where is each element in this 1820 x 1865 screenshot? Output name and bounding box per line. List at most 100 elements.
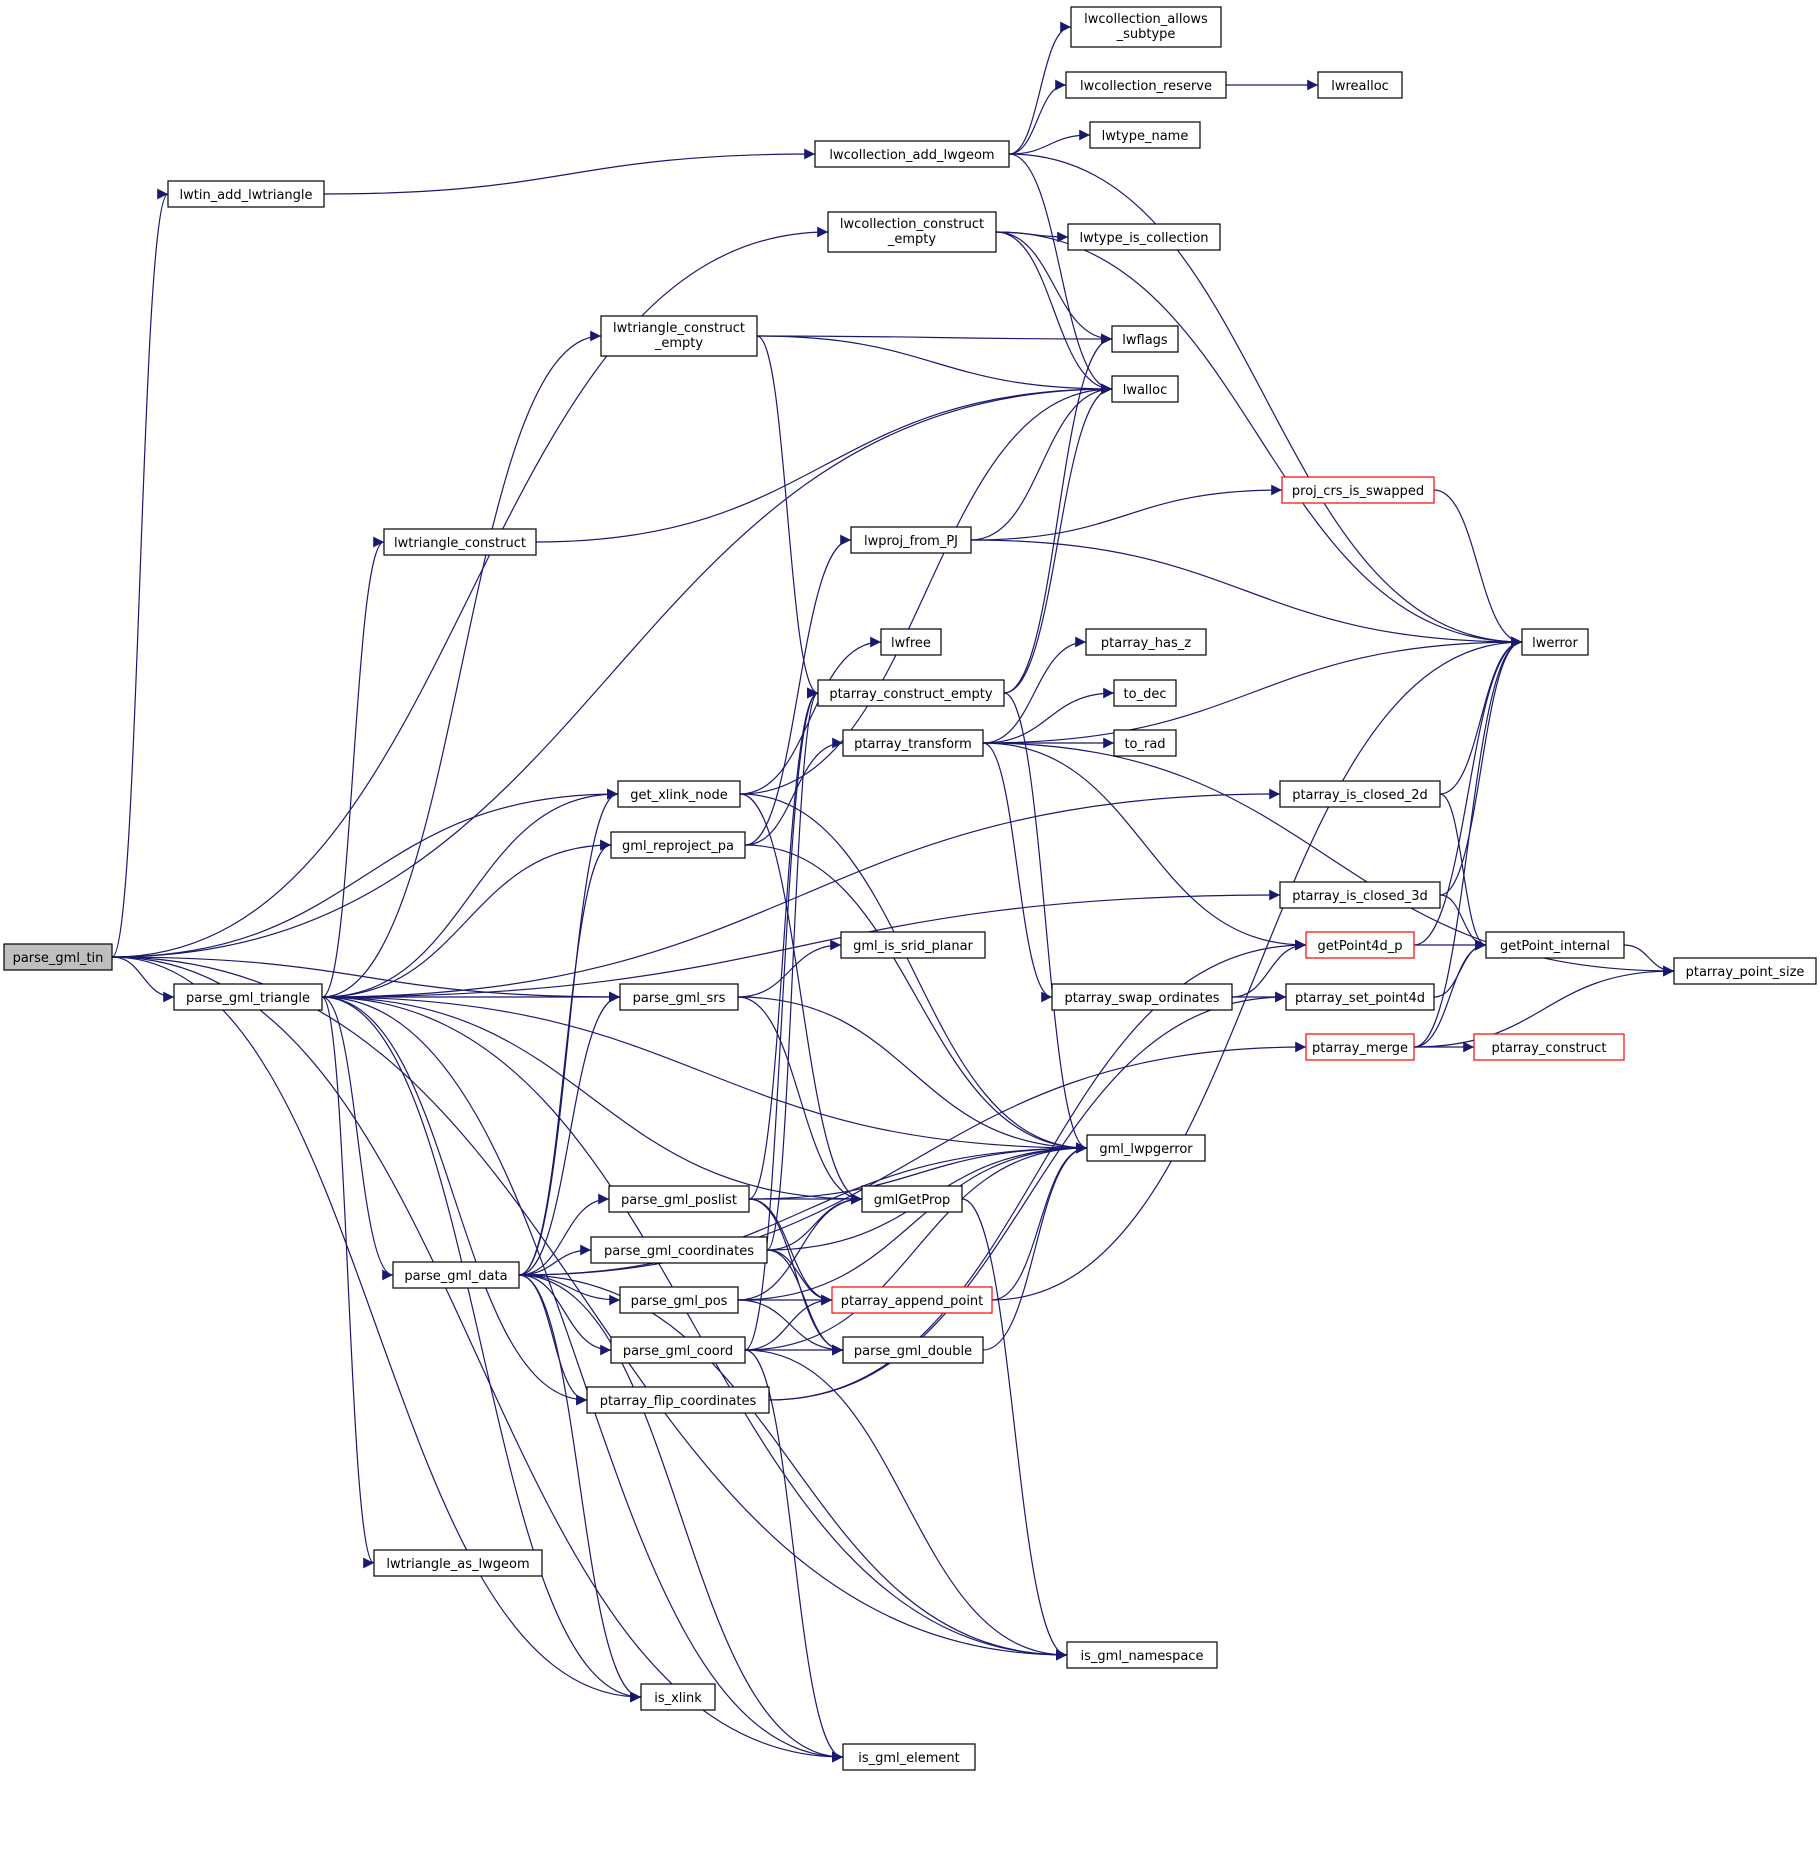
node-ptarray-swap-ordinates[interactable]: ptarray_swap_ordinates — [1051, 983, 1233, 1011]
node-lwtype-is-collection[interactable]: lwtype_is_collection — [1067, 223, 1221, 251]
node-parse-gml-triangle[interactable]: parse_gml_triangle — [173, 983, 323, 1011]
node-label: getPoint4d_p — [1318, 939, 1403, 954]
node-lwtin-add-lwtriangle[interactable]: lwtin_add_lwtriangle — [167, 180, 325, 208]
node-ptarray-has-z[interactable]: ptarray_has_z — [1085, 628, 1207, 656]
node-box — [1473, 1033, 1625, 1061]
edge-ptarray-is-closed-3d-to-lwerror — [1439, 636, 1523, 896]
edge-parse-gml-coord-to-ptarray-append-point — [744, 1294, 833, 1351]
node-gml-is-srid-planar[interactable]: gml_is_srid_planar — [840, 931, 986, 959]
node-label: parse_gml_poslist — [621, 1193, 737, 1208]
edge-parse-gml-triangle-to-lwtriangle-construct-empty — [321, 330, 602, 998]
edge-lwtin-add-lwtriangle-to-lwcollection-add-lwgeom — [323, 148, 816, 195]
node-lwerror[interactable]: lwerror — [1521, 628, 1589, 656]
node-gml-reproject-pa[interactable]: gml_reproject_pa — [610, 831, 746, 859]
node-ptarray-construct-empty[interactable]: ptarray_construct_empty — [817, 679, 1005, 707]
node-lwcollection-reserve[interactable]: lwcollection_reserve — [1065, 71, 1227, 99]
edge-parse-gml-triangle-to-gmlgetprop — [321, 996, 863, 1205]
node-ptarray-is-closed-2d[interactable]: ptarray_is_closed_2d — [1279, 780, 1441, 808]
node-lwtype-name[interactable]: lwtype_name — [1089, 121, 1201, 149]
node-label: ptarray_is_closed_3d — [1292, 889, 1428, 904]
node-box — [1086, 1134, 1206, 1162]
node-label: lwcollection_allows_subtype — [1084, 12, 1208, 42]
node-label: parse_gml_tin — [13, 951, 104, 966]
node-lwflags[interactable]: lwflags — [1111, 325, 1179, 353]
node-box — [1113, 729, 1177, 757]
node-ptarray-set-point4d[interactable]: ptarray_set_point4d — [1285, 983, 1435, 1011]
node-gml-lwpgerror[interactable]: gml_lwpgerror — [1086, 1134, 1206, 1162]
node-label: parse_gml_double — [854, 1344, 972, 1359]
edge-lwcollection-add-lwgeom-to-lwcollection-allows-subtype — [1008, 21, 1072, 155]
edge-gml-reproject-pa-to-ptarray-transform — [744, 737, 844, 846]
node-box — [1067, 223, 1221, 251]
node-lwcollection-add-lwgeom[interactable]: lwcollection_add_lwgeom — [814, 140, 1010, 168]
node-label: gml_is_srid_planar — [853, 939, 973, 954]
node-lwfree[interactable]: lwfree — [880, 628, 942, 656]
edge-lwcollection-construct-empty-to-lwflags — [995, 231, 1113, 345]
node-lwproj-from-pj[interactable]: lwproj_from_PJ — [850, 526, 972, 554]
edge-ptarray-flip-coordinates-to-getpoint4d-p — [768, 939, 1307, 1401]
edge-parse-gml-data-to-gml-lwpgerror — [518, 1142, 1088, 1276]
edge-getpoint-internal-to-ptarray-point-size — [1623, 944, 1675, 977]
node-getpoint4d-p[interactable]: getPoint4d_p — [1305, 931, 1415, 959]
edge-parse-gml-tin-to-is-xlink — [111, 956, 642, 1703]
node-getpoint-internal[interactable]: getPoint_internal — [1485, 931, 1625, 959]
node-lwrealloc[interactable]: lwrealloc — [1317, 71, 1403, 99]
node-label: is_gml_namespace — [1081, 1649, 1204, 1664]
node-ptarray-construct[interactable]: ptarray_construct — [1473, 1033, 1625, 1061]
node-parse-gml-data[interactable]: parse_gml_data — [392, 1261, 520, 1289]
node-ptarray-point-size[interactable]: ptarray_point_size — [1673, 957, 1817, 985]
edge-parse-gml-poslist-to-ptarray-construct-empty — [748, 687, 819, 1200]
node-box — [1085, 628, 1207, 656]
node-box — [590, 1236, 768, 1264]
node-parse-gml-double[interactable]: parse_gml_double — [842, 1336, 984, 1364]
edge-parse-gml-tin-to-parse-gml-srs — [111, 956, 621, 1003]
node-is-gml-namespace[interactable]: is_gml_namespace — [1066, 1641, 1218, 1669]
node-ptarray-append-point[interactable]: ptarray_append_point — [831, 1286, 993, 1314]
node-proj-crs-is-swapped[interactable]: proj_crs_is_swapped — [1281, 476, 1435, 504]
node-gmlgetprop[interactable]: gmlGetProp — [861, 1185, 963, 1213]
node-lwtriangle-construct[interactable]: lwtriangle_construct — [383, 528, 537, 556]
edge-parse-gml-coord-to-is-gml-element — [744, 1349, 844, 1763]
edge-lwcollection-add-lwgeom-to-lwtype-name — [1008, 129, 1091, 155]
node-lwalloc[interactable]: lwalloc — [1111, 375, 1179, 403]
node-lwtriangle-as-lwgeom[interactable]: lwtriangle_as_lwgeom — [373, 1549, 543, 1577]
node-ptarray-is-closed-3d[interactable]: ptarray_is_closed_3d — [1279, 881, 1441, 909]
node-lwtriangle-construct-empty[interactable]: lwtriangle_construct_empty — [600, 315, 758, 357]
node-label: lwalloc — [1123, 383, 1168, 398]
node-label: ptarray_point_size — [1686, 965, 1805, 980]
edge-parse-gml-poslist-to-parse-gml-double — [748, 1198, 844, 1356]
node-box — [1317, 71, 1403, 99]
node-lwcollection-allows-subtype[interactable]: lwcollection_allows_subtype — [1070, 6, 1222, 48]
node-label: parse_gml_coordinates — [604, 1244, 754, 1259]
edge-parse-gml-pos-to-gml-lwpgerror — [737, 1142, 1088, 1301]
edge-getpoint4d-p-to-lwerror — [1413, 636, 1523, 946]
node-box — [880, 628, 942, 656]
node-to-rad[interactable]: to_rad — [1113, 729, 1177, 757]
edge-parse-gml-triangle-to-lwtriangle-as-lwgeom — [321, 996, 375, 1569]
edge-lwcollection-construct-empty-to-lwerror — [995, 231, 1523, 648]
node-ptarray-merge[interactable]: ptarray_merge — [1305, 1033, 1415, 1061]
edge-parse-gml-data-to-is-gml-element — [518, 1274, 844, 1763]
edge-get-xlink-node-to-lwfree — [739, 636, 882, 795]
node-label: ptarray_has_z — [1101, 636, 1191, 651]
edge-ptarray-transform-to-lwerror — [982, 636, 1523, 744]
node-parse-gml-poslist[interactable]: parse_gml_poslist — [608, 1185, 750, 1213]
node-lwcollection-construct-empty[interactable]: lwcollection_construct_empty — [827, 211, 997, 253]
node-parse-gml-coordinates[interactable]: parse_gml_coordinates — [590, 1236, 768, 1264]
node-to-dec[interactable]: to_dec — [1113, 679, 1177, 707]
node-box — [1089, 121, 1201, 149]
edge-ptarray-transform-to-ptarray-swap-ordinates — [982, 742, 1053, 1003]
node-is-gml-element[interactable]: is_gml_element — [842, 1743, 976, 1771]
edge-lwproj-from-pj-to-proj-crs-is-swapped — [970, 484, 1283, 541]
node-is-xlink[interactable]: is_xlink — [640, 1683, 716, 1711]
node-parse-gml-tin[interactable]: parse_gml_tin — [3, 943, 113, 971]
node-get-xlink-node[interactable]: get_xlink_node — [617, 780, 741, 808]
node-box — [640, 1683, 716, 1711]
node-parse-gml-coord[interactable]: parse_gml_coord — [610, 1336, 746, 1364]
node-label: ptarray_construct — [1492, 1041, 1607, 1056]
node-parse-gml-srs[interactable]: parse_gml_srs — [619, 983, 739, 1011]
node-ptarray-flip-coordinates[interactable]: ptarray_flip_coordinates — [586, 1386, 770, 1414]
node-ptarray-transform[interactable]: ptarray_transform — [842, 729, 984, 757]
node-parse-gml-pos[interactable]: parse_gml_pos — [619, 1286, 739, 1314]
node-label: ptarray_is_closed_2d — [1292, 788, 1428, 803]
